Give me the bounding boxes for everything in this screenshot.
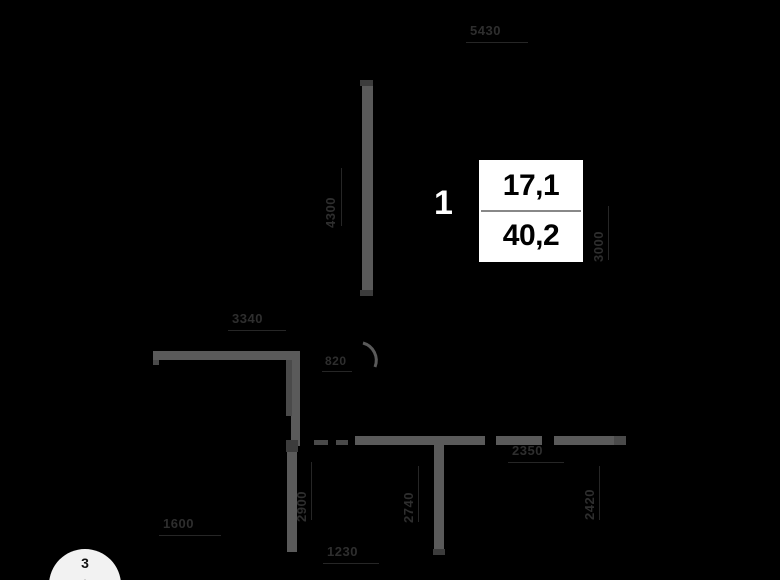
wall-horizontal-bottom-1 — [355, 436, 485, 445]
dimension-label-center-mid: 2740 — [401, 492, 416, 523]
dimension-line-left-upper — [341, 168, 342, 226]
wall-horizontal-bottom-end — [614, 436, 626, 445]
compass-label: 3 — [81, 555, 89, 571]
dimension-label-top-overall: 5430 — [470, 23, 501, 38]
door-swing-arc-icon — [362, 341, 378, 368]
wall-segment-gap-left — [314, 440, 328, 445]
compass-rose-icon: 3 — [49, 549, 121, 580]
dimension-line-right-mid — [508, 462, 564, 463]
dimension-line-bottom-left — [159, 535, 221, 536]
dimension-label-left-upper: 4300 — [323, 197, 338, 228]
apartment-number: 1 — [434, 184, 453, 222]
wall-cap-top — [360, 80, 373, 86]
dimension-line-right-upper — [608, 206, 609, 260]
wall-horizontal-bottom-3 — [554, 436, 616, 445]
wall-corner-left — [153, 360, 159, 365]
wall-vertical-center-bottom — [434, 440, 444, 555]
wall-cap-bottom — [360, 290, 373, 296]
dimension-line-mid-small — [322, 371, 352, 372]
dimension-label-mid-small: 820 — [325, 354, 347, 368]
dimension-line-center-left — [311, 462, 312, 520]
area-callout-living: 17,1 — [481, 162, 581, 212]
wall-horizontal-upper-left — [153, 351, 299, 360]
dimension-label-mid-left: 3340 — [232, 311, 263, 326]
wall-junction-lower-left — [286, 440, 298, 452]
dimension-label-bottom-center: 1230 — [327, 544, 358, 559]
dimension-label-right-lower: 2420 — [582, 489, 597, 520]
area-callout-total: 40,2 — [502, 219, 560, 252]
wall-vertical-lower-left — [287, 442, 297, 552]
dimension-line-right-lower — [599, 466, 600, 520]
dimension-line-center-mid — [418, 466, 419, 522]
wall-horizontal-bottom-2 — [496, 436, 542, 445]
wall-cap-center-bottom — [433, 549, 445, 555]
wall-shadow-middle-left — [286, 360, 292, 416]
dimension-line-top-overall — [466, 42, 528, 43]
dimension-line-bottom-center — [323, 563, 379, 564]
dimension-label-right-mid: 2350 — [512, 443, 543, 458]
wall-vertical-main-upper — [362, 85, 373, 293]
wall-vertical-middle-left — [291, 351, 300, 446]
dimension-label-right-upper: 3000 — [591, 231, 606, 262]
dimension-label-bottom-left: 1600 — [163, 516, 194, 531]
wall-segment-gap-right — [336, 440, 348, 445]
area-callout-box: 17,1 40,2 — [479, 160, 583, 262]
dimension-line-mid-left — [228, 330, 286, 331]
